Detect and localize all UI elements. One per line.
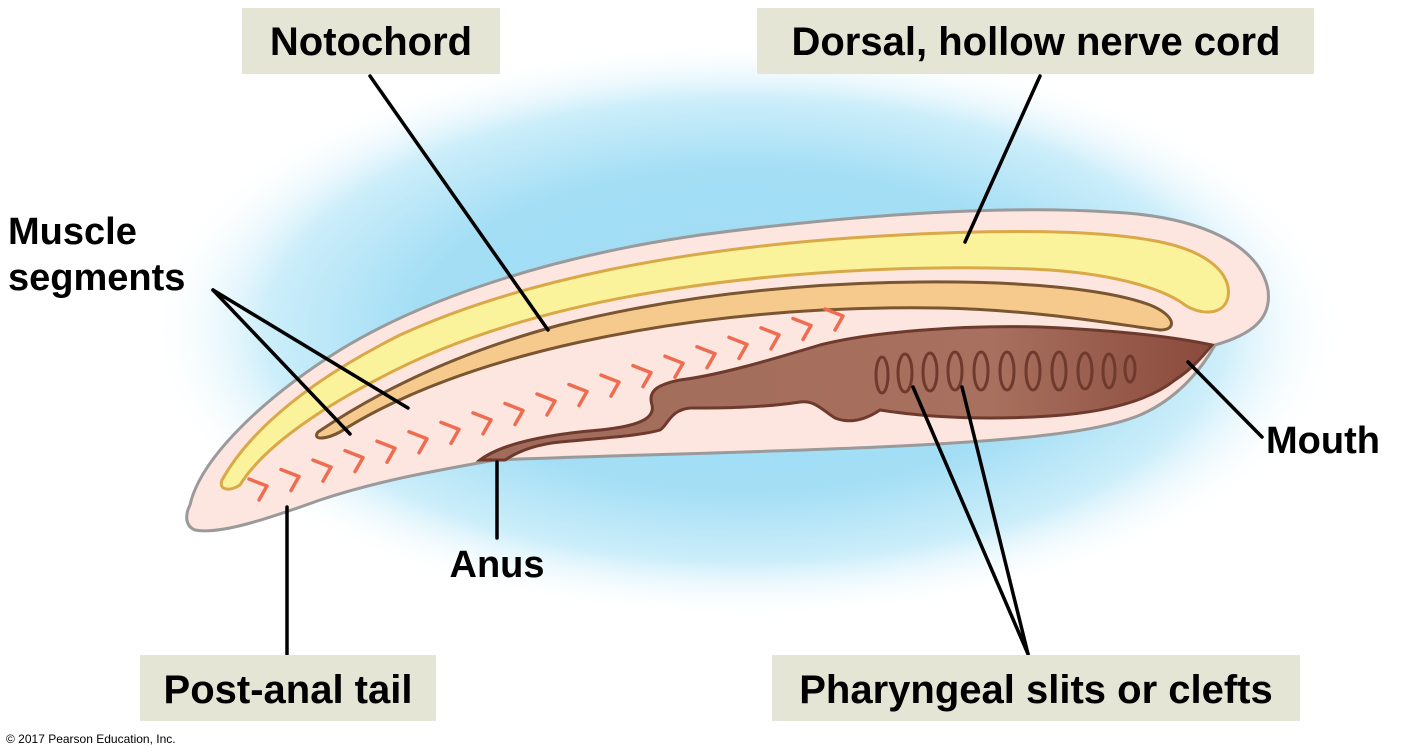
pharyngeal-leader-2 [960,385,1030,656]
pharyngeal-slit [1076,351,1094,391]
pharyngeal-slit [998,350,1016,392]
gut-shape [475,325,1215,462]
muscle-leader-2 [211,288,410,410]
notochord-leader [368,74,550,332]
pharyngeal-slit [1123,354,1137,384]
pharyngeal-slit [1024,350,1042,392]
pharyngeal-slit [946,350,964,392]
muscle-chevron [535,392,557,417]
notochord-label: Notochord [270,20,472,64]
muscle-chevron [247,477,269,502]
nerve-cord-label-box [757,8,1314,74]
anus-label: Anus [450,544,545,586]
pharyngeal-leader-1 [911,385,1030,656]
pharyngeal-slits [874,350,1137,395]
pharyngeal-slit [1050,350,1068,392]
muscle-chevron [343,448,365,474]
copyright-footer: © 2017 Pearson Education, Inc. [6,732,176,746]
muscle-chevron [471,411,493,436]
pharyngeal-slit [972,350,990,392]
muscle-chevron [439,420,461,446]
muscle-segments [247,307,845,502]
pharyngeal-slit [921,351,939,393]
muscle-chevron [375,439,397,464]
pharyngeal-slit [874,355,890,395]
pharyngeal-label-box [772,655,1300,721]
tail-label-box [140,655,436,721]
muscle-chevron [631,363,653,389]
muscle-chevron [599,373,621,398]
muscle-chevron [311,458,333,483]
leader-lines [211,74,1264,656]
nerve-cord-label: Dorsal, hollow nerve cord [791,20,1280,64]
notochord-label-box [242,8,500,74]
mouth-leader [1186,360,1264,439]
pharyngeal-slit [896,352,914,394]
muscle-chevron [823,307,845,332]
muscle-chevron [407,430,429,455]
muscle-chevron [695,345,717,370]
muscle-segments-label-line2: segments [8,257,185,299]
nerve-cord-leader [963,74,1042,244]
muscle-chevron [759,326,781,351]
nerve-cord-shape [219,230,1230,491]
muscle-leader-1 [211,288,352,436]
muscle-chevron [567,382,589,408]
muscle-segments-label-line1: Muscle [8,211,137,253]
muscle-chevron [791,316,813,342]
notochord-shape [315,280,1173,440]
muscle-chevron [503,401,525,427]
mouth-label: Mouth [1266,420,1380,462]
tail-label: Post-anal tail [164,668,413,712]
muscle-chevron [663,354,685,379]
pharyngeal-slit [1101,352,1117,390]
muscle-chevron [727,335,749,361]
pharyngeal-label: Pharyngeal slits or clefts [799,668,1273,712]
muscle-chevron [279,467,301,493]
